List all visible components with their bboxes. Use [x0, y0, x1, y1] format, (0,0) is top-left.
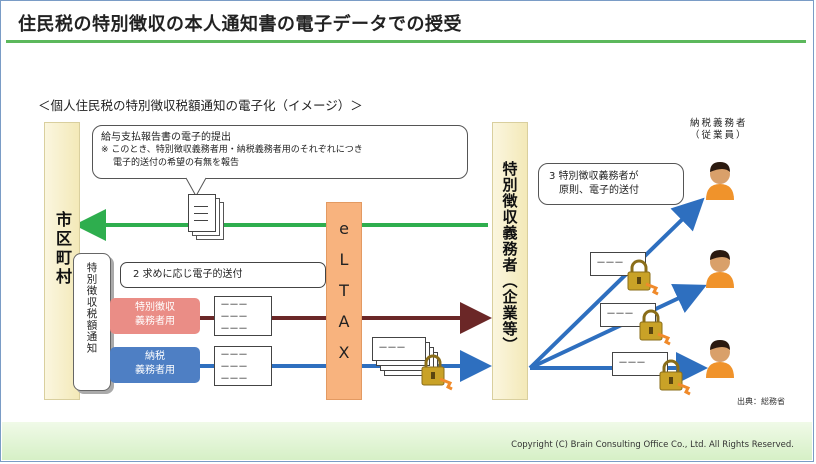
eltax-bar: eLTAX [326, 202, 362, 400]
slide-title: 住民税の特別徴収の本人通知書の電子データでの授受 [18, 14, 462, 35]
lock-icon [659, 359, 691, 396]
tax-notice-label: 特別徴収税額通知 [85, 262, 98, 354]
taxpayer-copy-label: 納税 義務者用 [110, 347, 200, 383]
fan-arrow-middle [529, 284, 707, 370]
taxpayer-line2: （従業員） [690, 130, 748, 141]
fan-arrow-top [528, 197, 705, 370]
eltax-label: eLTAX [334, 219, 354, 374]
employer-label: 特別徴収義務者（企業等） [500, 161, 519, 353]
callout-1-line3: 電子的送付の希望の有無を報告 [113, 158, 240, 168]
footer-band [2, 422, 812, 460]
callout-send-on-request: 2 求めに応じ電子的送付 [120, 262, 326, 288]
pink-label-line1: 特別徴収 [135, 302, 175, 313]
person-icon [706, 162, 734, 200]
person-icon [706, 250, 734, 288]
callout-1-line2: ※ このとき、特別徴収義務者用・納税義務者用のそれぞれにつき [101, 145, 363, 155]
tax-notice-box: 特別徴収税額通知 [73, 253, 111, 391]
title-rule [6, 40, 806, 43]
blue-label-line2: 義務者用 [135, 365, 175, 376]
lock-icon [421, 354, 453, 391]
lock-icon [639, 309, 671, 346]
document-taxpayer: －－－－－－－－－ [214, 346, 272, 386]
source-note: 出典：総務省 [737, 397, 785, 406]
blue-label-line1: 納税 [145, 351, 165, 362]
document-to-employee-1: －－－ [590, 252, 646, 276]
copyright: Copyright (C) Brain Consulting Office Co… [511, 440, 794, 450]
callout-3-line1: 3 特別徴収義務者が [549, 171, 639, 182]
callout-employer-sends: 3 特別徴収義務者が 原則、電子的送付 [538, 163, 684, 205]
callout-3-line2: 原則、電子的送付 [559, 185, 639, 196]
municipality-label: 市区町村 [53, 211, 72, 287]
callout-electronic-submission: 給与支払報告書の電子的提出 ※ このとき、特別徴収義務者用・納税義務者用のそれぞ… [92, 125, 468, 179]
diagram-subtitle: ＜個人住民税の特別徴収税額通知の電子化（イメージ）＞ [38, 98, 363, 113]
employer-copy-label: 特別徴収 義務者用 [110, 298, 200, 334]
pink-label-line2: 義務者用 [135, 316, 175, 327]
taxpayer-line1: 納税義務者 [690, 118, 748, 129]
document-employer: －－－－－－－－－ [214, 296, 272, 336]
employer-bar: 特別徴収義務者（企業等） [492, 122, 528, 400]
taxpayer-heading: 納税義務者 （従業員） [690, 118, 748, 142]
callout-1-line1: 給与支払報告書の電子的提出 [101, 132, 231, 143]
lock-icon [627, 259, 659, 296]
person-icon [706, 340, 734, 378]
document-to-employee-3: －－－ [612, 352, 668, 376]
